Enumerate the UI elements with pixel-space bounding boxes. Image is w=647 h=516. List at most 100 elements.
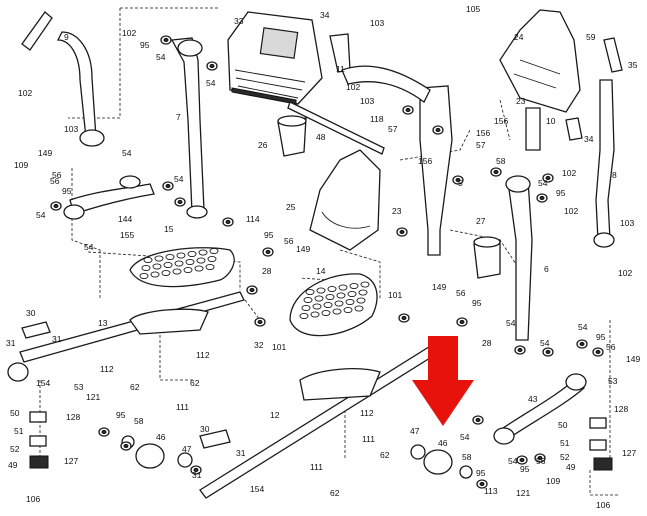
part-label: 121 [86, 392, 100, 402]
upright-frame [329, 33, 453, 256]
part-label: 56 [606, 342, 616, 352]
part-label: 53 [74, 382, 84, 392]
front-shroud [309, 149, 381, 251]
part-label: 111 [310, 462, 323, 472]
part-label: 56 [284, 236, 294, 246]
part-label: 52 [10, 444, 20, 454]
pedal-arm-right [199, 339, 447, 499]
part-label: 30 [26, 308, 36, 318]
part-label: 54 [506, 318, 516, 328]
part-label: 15 [164, 224, 174, 234]
part-label: 53 [608, 376, 618, 386]
part-label: 62 [190, 378, 200, 388]
part-label: 51 [560, 438, 570, 448]
wheel-assembly-right [410, 444, 473, 479]
part-label: 102 [18, 88, 32, 98]
part-label: 54 [156, 52, 166, 62]
part-label: 54 [508, 456, 518, 466]
pedal-arm-left [7, 291, 245, 382]
part-label: 156 [476, 128, 490, 138]
part-label: 47 [182, 444, 192, 454]
part-label: 49 [566, 462, 576, 472]
part-label: 58 [462, 452, 472, 462]
part-label: 102 [564, 206, 578, 216]
part-label: 5 [458, 178, 463, 188]
link-arm-144 [63, 175, 155, 220]
part-label: 49 [8, 460, 18, 470]
upper-shroud [499, 9, 623, 113]
part-label: 101 [388, 290, 402, 300]
part-label: 59 [586, 32, 596, 42]
part-label: 106 [596, 500, 610, 510]
part-label: 112 [196, 350, 210, 360]
part-label: 103 [620, 218, 634, 228]
part-label: 114 [246, 214, 260, 224]
part-label: 156 [494, 116, 508, 126]
part-label: 111 [176, 402, 189, 412]
axle-48 [287, 101, 385, 155]
part-label: 51 [14, 426, 24, 436]
part-label: 56 [52, 170, 62, 180]
part-label: 56 [456, 288, 466, 298]
part-label: 54 [540, 338, 550, 348]
part-label: 31 [236, 448, 246, 458]
part-label: 27 [476, 216, 486, 226]
part-label: 62 [330, 488, 340, 498]
part-label: 102 [346, 82, 360, 92]
part-label: 9 [64, 32, 69, 42]
part-label: 31 [52, 334, 62, 344]
highlight-arrow [412, 336, 474, 426]
part-label: 7 [176, 112, 181, 122]
part-label: 113 [484, 486, 498, 496]
part-label: 62 [380, 450, 390, 460]
part-label: 95 [62, 186, 72, 196]
pedal-left [129, 247, 235, 288]
part-label: 121 [516, 488, 530, 498]
part-label: 154 [36, 378, 50, 388]
part-label: 156 [418, 156, 432, 166]
part-label: 34 [584, 134, 594, 144]
part-label: 6 [544, 264, 549, 274]
part-label: 95 [556, 188, 566, 198]
part-label: 54 [174, 174, 184, 184]
part-label: 28 [262, 266, 272, 276]
part-label: 109 [546, 476, 560, 486]
part-label: 56 [536, 456, 546, 466]
part-label: 102 [122, 28, 136, 38]
part-label: 26 [258, 140, 268, 150]
part-label: 48 [316, 132, 326, 142]
part-label: 46 [438, 438, 448, 448]
part-label: 103 [370, 18, 384, 28]
part-label: 43 [528, 394, 538, 404]
part-label: 56 [50, 176, 60, 186]
part-label: 46 [156, 432, 166, 442]
part-label: 149 [296, 244, 310, 254]
part-label: 54 [206, 78, 216, 88]
part-label: 54 [36, 210, 46, 220]
part-label: 111 [362, 434, 375, 444]
part-label: 128 [614, 404, 628, 414]
part-label: 154 [250, 484, 264, 494]
part-label: 102 [618, 268, 632, 278]
part-label: 95 [140, 40, 150, 50]
part-label: 95 [264, 230, 274, 240]
part-label: 8 [612, 170, 617, 180]
part-label: 28 [482, 338, 492, 348]
part-label: 149 [626, 354, 640, 364]
part-label: 112 [360, 408, 374, 418]
part-label: 144 [118, 214, 132, 224]
console [227, 11, 323, 105]
part-label: 58 [134, 416, 144, 426]
part-label: 95 [596, 332, 606, 342]
part-label: 112 [100, 364, 114, 374]
part-label: 95 [116, 410, 126, 420]
part-label: 11 [336, 64, 345, 74]
part-label: 23 [516, 96, 526, 106]
part-label: 103 [64, 124, 78, 134]
part-label: 103 [360, 96, 374, 106]
part-label: 155 [120, 230, 134, 240]
part-label: 58 [496, 156, 506, 166]
part-label: 105 [466, 4, 480, 14]
part-label: 109 [14, 160, 28, 170]
